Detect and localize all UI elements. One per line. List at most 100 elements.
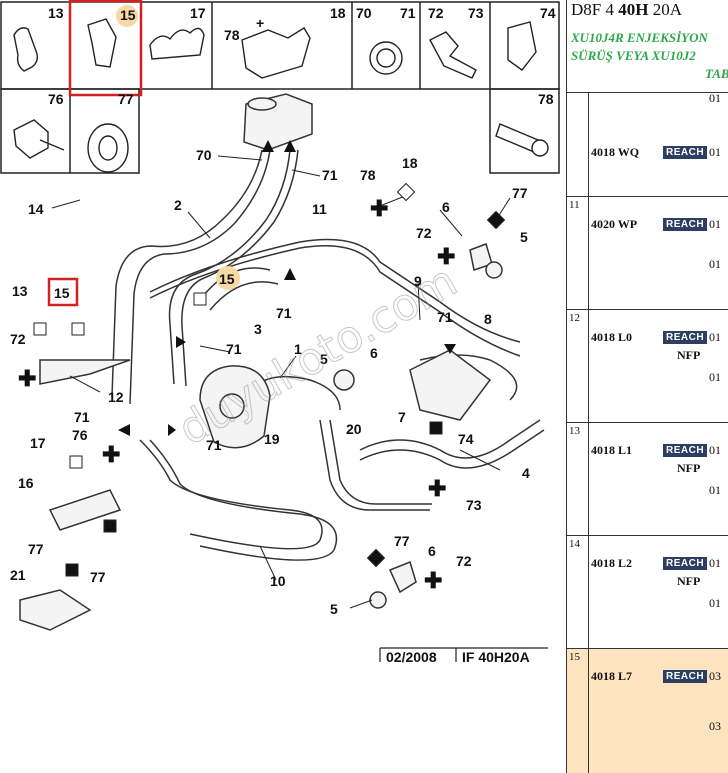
svg-text:77: 77 xyxy=(28,541,44,557)
svg-text:17: 17 xyxy=(30,435,46,451)
callout-15-highlight xyxy=(216,266,240,290)
row-qty: 01 xyxy=(709,556,721,570)
row-number xyxy=(567,93,589,196)
svg-text:77: 77 xyxy=(118,91,134,107)
svg-text:9: 9 xyxy=(414,273,422,289)
parts-row[interactable]: 14 4018 L2 REACH NFP 01 01 xyxy=(567,535,728,648)
part-reference[interactable]: 4018 L2 xyxy=(591,556,633,570)
row-qty-top: 01 xyxy=(709,91,721,105)
svg-text:21: 21 xyxy=(10,567,26,583)
leader-lines xyxy=(51,155,511,609)
reservoir-and-pump xyxy=(19,93,503,631)
svg-text:72: 72 xyxy=(428,5,444,21)
row-qty: 01 xyxy=(709,145,721,159)
svg-text:14: 14 xyxy=(28,201,44,217)
parts-row[interactable]: 12 4018 L0 REACH NFP 01 01 xyxy=(567,309,728,422)
svg-text:78: 78 xyxy=(360,167,376,183)
svg-text:76: 76 xyxy=(48,91,64,107)
thumbnail-labels: 13 15 17 18 70 71 72 73 74 78 76 77 78 + xyxy=(48,5,556,107)
svg-text:8: 8 xyxy=(484,311,492,327)
svg-text:71: 71 xyxy=(400,5,416,21)
svg-text:78: 78 xyxy=(538,91,554,107)
svg-text:18: 18 xyxy=(402,155,418,171)
svg-text:5: 5 xyxy=(320,351,328,367)
reach-badge: REACH xyxy=(663,670,708,683)
arrow-markers xyxy=(118,140,456,436)
svg-text:✚: ✚ xyxy=(437,244,455,269)
parts-row[interactable]: 11 4020 WP REACH 01 01 xyxy=(567,196,728,309)
watermark: duyukoto.com xyxy=(170,255,466,455)
row-qty: 01 xyxy=(709,217,721,231)
part-reference[interactable]: 4020 WP xyxy=(591,217,638,231)
engine-description-line2: SÜRÜŞ VEYA XU10J2 xyxy=(571,48,696,63)
svg-text:71: 71 xyxy=(437,309,453,325)
row-number: 13 xyxy=(567,423,589,535)
svg-text:6: 6 xyxy=(442,199,450,215)
part-reference[interactable]: 4018 L7 xyxy=(591,669,633,683)
callout-15-upper[interactable]: 15 xyxy=(219,271,235,287)
svg-text:70: 70 xyxy=(196,147,212,163)
row-qty-alt: 01 xyxy=(709,370,721,384)
svg-text:10: 10 xyxy=(270,573,286,589)
cross-markers: ✚ ✚ ✚ ✚ ✚ ✚ xyxy=(18,196,455,593)
callout-15-box[interactable] xyxy=(47,277,79,307)
svg-text:✚: ✚ xyxy=(102,442,120,467)
svg-text:✚: ✚ xyxy=(18,366,36,391)
part-reference[interactable]: 4018 L1 xyxy=(591,443,633,457)
reach-badge: REACH xyxy=(663,557,708,570)
row-number: 15 xyxy=(567,649,589,773)
parts-row-highlighted[interactable]: 15 4018 L7 REACH 03 03 xyxy=(567,648,728,773)
svg-text:77: 77 xyxy=(512,185,528,201)
svg-text:4: 4 xyxy=(522,465,530,481)
reach-badge: REACH xyxy=(663,444,708,457)
row-number: 11 xyxy=(567,197,589,309)
svg-text:19: 19 xyxy=(264,431,280,447)
svg-text:77: 77 xyxy=(90,569,106,585)
svg-text:15: 15 xyxy=(120,7,136,23)
parts-row[interactable]: 01 4018 WQ REACH 01 xyxy=(567,91,728,196)
engine-description-line1: XU10J4R ENJEKSİYON xyxy=(571,30,708,45)
svg-text:72: 72 xyxy=(416,225,432,241)
nfp-label: NFP xyxy=(677,461,701,475)
svg-text:13: 13 xyxy=(48,5,64,21)
stamp-date: 02/2008 xyxy=(386,649,437,665)
part-reference[interactable]: 4018 L0 xyxy=(591,330,633,344)
row-number: 12 xyxy=(567,310,589,422)
parts-list-panel: D8F 4 40H 20A XU10J4R ENJEKSİYON SÜRÜŞ V… xyxy=(566,0,728,773)
svg-text:1: 1 xyxy=(294,341,302,357)
svg-text:6: 6 xyxy=(428,543,436,559)
engine-description-line3: TAB xyxy=(705,66,728,81)
svg-text:71: 71 xyxy=(206,437,222,453)
svg-text:18: 18 xyxy=(330,5,346,21)
svg-text:72: 72 xyxy=(456,553,472,569)
row-qty-alt: 01 xyxy=(709,257,721,271)
part-15-highlight-dot xyxy=(116,5,138,27)
row-qty: 03 xyxy=(709,669,721,683)
svg-text:73: 73 xyxy=(466,497,482,513)
row-qty-alt: 01 xyxy=(709,596,721,610)
reference-markers xyxy=(33,182,506,577)
svg-text:3: 3 xyxy=(254,321,262,337)
row-number: 14 xyxy=(567,536,589,648)
svg-text:73: 73 xyxy=(468,5,484,21)
callout-numbers: 70 71 14 2 11 78 18 6 77 72 5 9 13 71 8 … xyxy=(10,147,530,617)
row-qty-alt: 03 xyxy=(709,719,721,733)
nfp-label: NFP xyxy=(677,348,701,362)
svg-text:5: 5 xyxy=(330,601,338,617)
svg-text:13: 13 xyxy=(12,283,28,299)
svg-text:16: 16 xyxy=(18,475,34,491)
drawing-stamp: 02/2008 IF 40H20A xyxy=(379,647,548,665)
svg-text:6: 6 xyxy=(370,345,378,361)
svg-text:7: 7 xyxy=(398,409,406,425)
reach-badge: REACH xyxy=(663,218,708,231)
stamp-ref: IF 40H20A xyxy=(462,649,530,665)
callout-15-lower[interactable]: 15 xyxy=(54,285,70,301)
highlighted-part-15-box[interactable] xyxy=(68,0,143,97)
parts-row[interactable]: 13 4018 L1 REACH NFP 01 01 xyxy=(567,422,728,535)
svg-text:76: 76 xyxy=(72,427,88,443)
svg-text:20: 20 xyxy=(346,421,362,437)
svg-text:78: 78 xyxy=(224,27,240,43)
svg-text:+: + xyxy=(256,15,264,31)
part-reference[interactable]: 4018 WQ xyxy=(591,145,640,159)
svg-text:71: 71 xyxy=(276,305,292,321)
